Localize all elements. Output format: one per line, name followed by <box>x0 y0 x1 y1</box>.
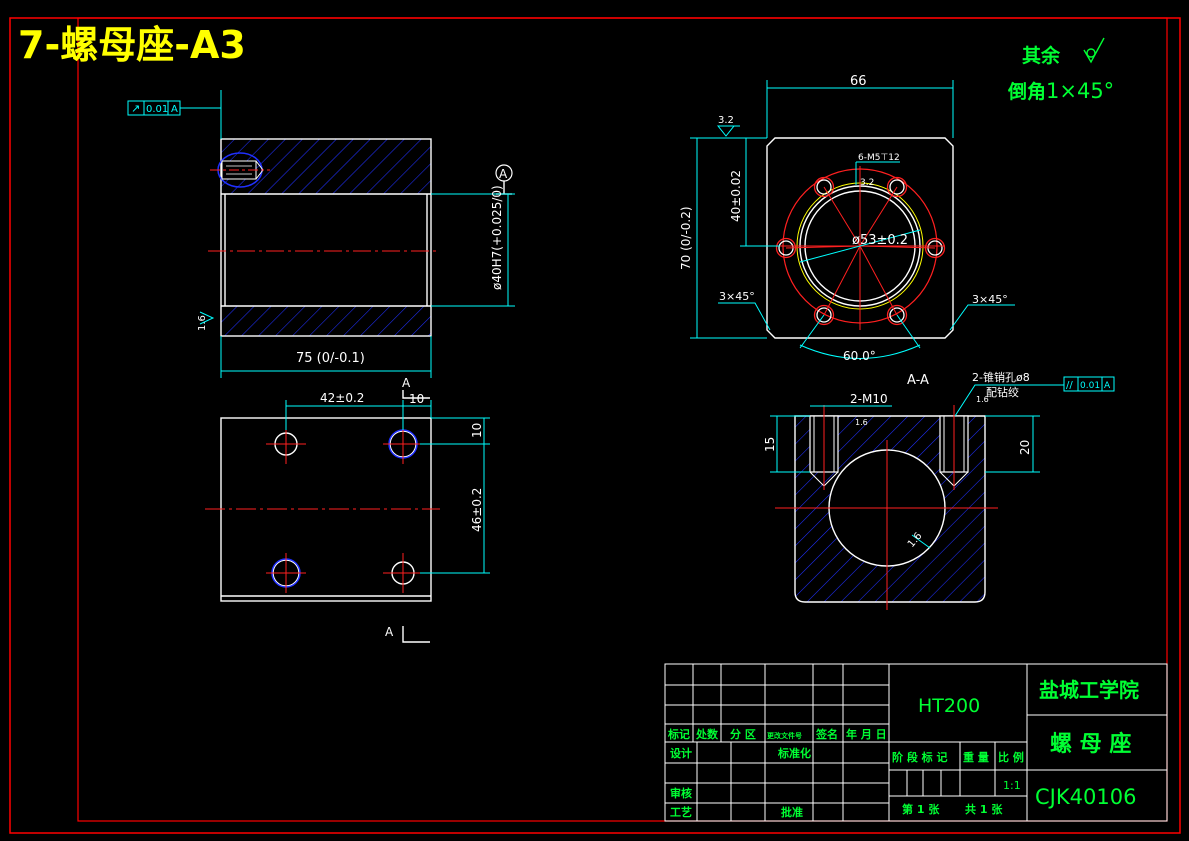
tb-col-change: 更改文件号 <box>767 731 802 740</box>
pcd-dimension: ø53±0.2 <box>852 233 908 248</box>
tb-weight: 重 量 <box>963 750 989 764</box>
tb-scale: 1:1 <box>1003 779 1021 792</box>
dim-46: 46±0.2 <box>470 488 484 532</box>
holes-sub: 3.2 <box>860 178 874 188</box>
angle-dimension: 60.0° <box>843 349 876 363</box>
pin-note-2: 配钻绞 <box>986 385 1019 399</box>
bore-dimension: ø40H7(+0.025/0) <box>490 185 504 290</box>
tolerance-frame: ↗ 0.01 A <box>127 90 222 139</box>
tb-col-zone: 分 区 <box>730 727 756 741</box>
section-label: A-A <box>907 373 929 388</box>
tb-process: 工艺 <box>670 805 692 819</box>
parallelism-frame: // 0.01 A <box>1040 376 1115 392</box>
tb-material: HT200 <box>918 695 980 717</box>
tb-design: 设计 <box>670 746 692 760</box>
tb-col-count: 处数 <box>695 727 719 741</box>
parallelism-ref: A <box>1104 381 1111 391</box>
width-dimension: 66 <box>850 74 867 89</box>
front-view: ↗ 0.01 A A ø40H7(+0.025/0) 75 (0/-0.1) 1… <box>127 90 515 378</box>
tb-scale-label: 比 例 <box>998 750 1024 764</box>
svg-text:1.6: 1.6 <box>197 315 208 331</box>
tolerance-symbol-icon: ↗ <box>131 102 140 115</box>
tb-col-date: 年 月 日 <box>846 727 887 741</box>
pin-note-1: 2-锥销孔ø8 <box>972 370 1030 384</box>
tb-drawing-no: CJK40106 <box>1035 785 1136 809</box>
roughness-symbol-icon <box>1083 37 1105 64</box>
tb-standardize: 标准化 <box>777 746 811 760</box>
inner-border <box>77 17 1168 822</box>
holes-note: 6-M5⊤12 <box>858 153 900 163</box>
svg-text:3.2: 3.2 <box>718 115 734 126</box>
sheet-title: 7-螺母座-A3 <box>18 23 246 67</box>
tb-school: 盐城工学院 <box>1039 678 1139 702</box>
tb-stage: 阶 段 标 记 <box>892 750 948 764</box>
dim-10-right: 10 <box>470 423 484 438</box>
chamfer-right: 3×45° <box>972 293 1008 306</box>
tb-sheet-total: 共 1 张 <box>965 802 1003 816</box>
section-mark-top: A <box>402 376 411 390</box>
parallelism-value: 0.01 <box>1080 381 1100 391</box>
side-view: ø53±0.2 6-M5⊤12 3.2 66 70 (0/-0.2) 40±0.… <box>679 74 1015 363</box>
dim-20: 20 <box>1018 440 1032 455</box>
dim-40: 40±0.02 <box>729 170 743 222</box>
roughness-side-icon: 3.2 <box>716 115 740 137</box>
other-roughness-label: 其余 <box>1022 44 1061 67</box>
datum-label: A <box>499 167 508 181</box>
top-view: 42±0.2 10 10 46±0.2 A A <box>205 376 490 643</box>
dim-42: 42±0.2 <box>320 391 364 405</box>
outer-border <box>9 17 1181 834</box>
roughness-b: 1.6 <box>976 395 989 404</box>
tb-approve: 批准 <box>781 805 803 819</box>
chamfer-note-value: 1×45° <box>1046 79 1114 103</box>
tb-col-sign: 签名 <box>815 727 838 741</box>
parallelism-symbol-icon: // <box>1066 380 1073 391</box>
tb-col-mark: 标记 <box>667 727 690 741</box>
thread-note: 2-M10 <box>850 392 888 406</box>
title-block: 标记 处数 分 区 更改文件号 签名 年 月 日 设计 标准化 审核 工艺 批准… <box>664 663 1168 822</box>
tolerance-value: 0.01 <box>146 104 168 115</box>
height-dimension: 70 (0/-0.2) <box>679 206 693 270</box>
tb-check: 审核 <box>670 786 692 800</box>
dim-10-top: 10 <box>409 392 424 406</box>
roughness-front-icon: 1.6 <box>197 311 215 331</box>
tb-sheet-no: 第 1 张 <box>902 802 940 816</box>
roughness-a: 1.6 <box>855 418 868 427</box>
section-mark-bottom: A <box>385 625 394 639</box>
tb-part-name: 螺 母 座 <box>1050 731 1131 757</box>
dim-15: 15 <box>763 437 777 452</box>
chamfer-left: 3×45° <box>719 290 755 303</box>
section-view: A-A 15 20 2-M10 <box>763 370 1115 610</box>
tolerance-ref: A <box>171 104 178 115</box>
length-dimension: 75 (0/-0.1) <box>296 351 365 366</box>
chamfer-note-label: 倒角 <box>1007 80 1046 103</box>
